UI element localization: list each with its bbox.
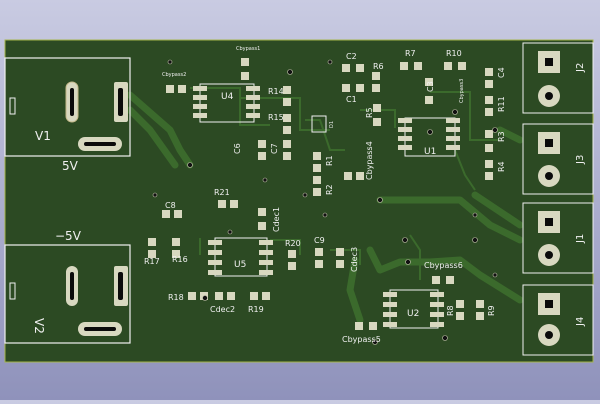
r7-label: R7 bbox=[405, 49, 416, 58]
j1-label: J1 bbox=[575, 234, 586, 244]
v2-value-label: −5V bbox=[55, 229, 82, 243]
ic-u4: U4 bbox=[193, 83, 260, 123]
ic-u1: U1 bbox=[398, 117, 460, 157]
connector-j3: J3 bbox=[522, 123, 594, 195]
ic-u5: U5 bbox=[208, 237, 273, 277]
board-outline bbox=[4, 39, 594, 363]
r10-label: R10 bbox=[446, 49, 462, 58]
r21-label: R21 bbox=[214, 188, 230, 197]
u5-label: U5 bbox=[234, 260, 246, 270]
r2-label: R2 bbox=[325, 184, 334, 195]
v1-ref-label: V1 bbox=[35, 129, 51, 143]
r17-label: R17 bbox=[144, 257, 160, 266]
c2-label: C2 bbox=[346, 52, 357, 61]
r9-label: R9 bbox=[487, 305, 496, 316]
r4-label: R4 bbox=[497, 161, 506, 172]
d1-label: D1 bbox=[329, 121, 335, 128]
c7-label: C7 bbox=[270, 143, 279, 154]
cbypass2-label: Cbypass2 bbox=[162, 72, 186, 78]
cbypass5-label: Cbypass5 bbox=[342, 335, 381, 344]
j3-label: J3 bbox=[575, 155, 586, 165]
r8-label: R8 bbox=[446, 305, 455, 316]
r20-label: R20 bbox=[285, 239, 301, 248]
cbypass6-label: Cbypass6 bbox=[424, 261, 463, 270]
cdec1-label: Cdec1 bbox=[272, 207, 281, 232]
r14-label: R14 bbox=[268, 87, 284, 96]
c3-label: C3 bbox=[426, 81, 435, 92]
cdec2-label: Cdec2 bbox=[210, 305, 235, 314]
u1-label: U1 bbox=[424, 147, 436, 157]
ic-u2: U2 bbox=[383, 289, 444, 329]
diode-d1-outline bbox=[311, 115, 327, 133]
connector-v1: V1 5V bbox=[4, 57, 131, 173]
c8-label: C8 bbox=[165, 201, 176, 210]
c1-label: C1 bbox=[346, 95, 357, 104]
r11-label: R11 bbox=[497, 96, 506, 112]
thin-traces bbox=[190, 87, 500, 280]
c9-label: C9 bbox=[314, 236, 325, 245]
r18-label: R18 bbox=[168, 293, 184, 302]
r19-label: R19 bbox=[248, 305, 264, 314]
j2-label: J2 bbox=[575, 63, 586, 73]
cbypass1-label: Cbypass1 bbox=[236, 46, 260, 52]
j4-label: J4 bbox=[575, 317, 586, 327]
r1-label: R1 bbox=[325, 155, 334, 166]
r16-label: R16 bbox=[172, 255, 188, 264]
vias bbox=[152, 59, 498, 345]
connector-j4: J4 bbox=[522, 284, 594, 356]
r15-label: R15 bbox=[268, 113, 284, 122]
connector-j1: J1 bbox=[522, 202, 594, 274]
cbypass3-label: Cbypass3 bbox=[459, 79, 465, 103]
r6-label: R6 bbox=[373, 62, 384, 71]
v2-ref-label: V2 bbox=[32, 318, 46, 334]
cdec3-label: Cdec3 bbox=[350, 247, 359, 272]
u4-label: U4 bbox=[221, 92, 234, 102]
u2-label: U2 bbox=[407, 309, 419, 319]
r3-label: R3 bbox=[497, 131, 506, 142]
v1-value-label: 5V bbox=[62, 159, 79, 173]
cbypass4-label: Cbypass4 bbox=[365, 141, 374, 180]
copper-traces bbox=[126, 91, 524, 324]
connector-v2: −5V V2 bbox=[4, 229, 131, 344]
component-labels: C2 C1 R6 R7 R10 C4 R11 R3 R4 C3 R5 R14 R… bbox=[144, 49, 506, 344]
r5-label: R5 bbox=[365, 107, 374, 118]
c4-label: C4 bbox=[497, 67, 506, 78]
smd-pads bbox=[148, 58, 493, 330]
connector-j2: J2 bbox=[522, 42, 594, 114]
c6-label: C6 bbox=[233, 143, 242, 154]
tiny-labels: Cbypass1 Cbypass2 Cbypass3 bbox=[162, 46, 465, 103]
